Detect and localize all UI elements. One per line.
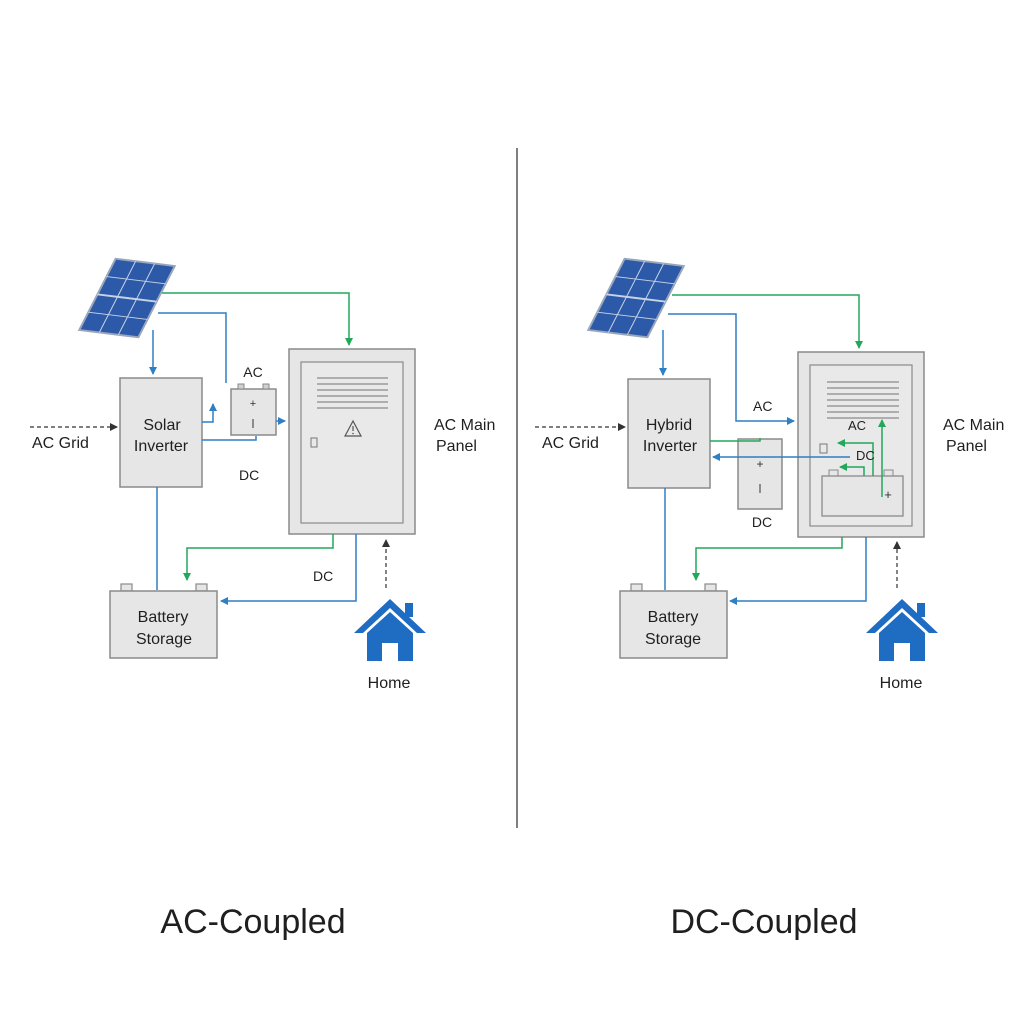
internal-battery-dc-line-2: [839, 463, 865, 476]
svg-text:+: +: [250, 398, 256, 410]
hybrid-inverter-label-2: Inverter: [643, 438, 698, 455]
ac-grid-label: AC Grid: [542, 435, 599, 452]
converter-icon: +: [230, 383, 277, 436]
panel-to-battery-ac-line: [220, 534, 357, 605]
inverter-to-converter-dc-line: [710, 438, 761, 442]
battery-storage-label-2: Storage: [645, 631, 701, 648]
solar-inverter-box: [119, 377, 203, 488]
panel-to-battery-dc-line: [692, 537, 843, 581]
pv-to-panel-dc-line: [672, 294, 863, 349]
ac-main-panel-box: [288, 348, 416, 535]
dc-coupled-title: DC-Coupled: [670, 903, 857, 941]
home-label: Home: [368, 675, 411, 692]
house-icon: [354, 599, 426, 661]
label-dc-1: DC: [856, 448, 875, 463]
ac-main-panel-label-2: Panel: [436, 438, 477, 455]
dc-coupled-section: Hybrid Inverter + DC: [535, 257, 1004, 941]
ac-coupled-section: Solar Inverter + AC: [30, 257, 495, 941]
pv-to-panel-ac-line: [668, 313, 795, 425]
svg-text:+: +: [756, 457, 763, 471]
label-ac-2: AC: [848, 418, 866, 433]
converter-icon: +: [737, 438, 783, 510]
inverter-to-converter-dc-line: [202, 436, 257, 441]
ac-main-panel-label-1: AC Main: [943, 417, 1004, 434]
ac-main-panel-label-1: AC Main: [434, 417, 495, 434]
house-icon: [866, 599, 938, 661]
inverter-to-converter-line: [202, 403, 217, 423]
hybrid-inverter-box: [627, 378, 711, 489]
battery-storage-label-1: Battery: [648, 609, 699, 626]
home-label: Home: [880, 675, 923, 692]
battery-storage-label-2: Storage: [136, 631, 192, 648]
solar-inverter-label-2: Inverter: [134, 438, 189, 455]
label-dc-2: DC: [752, 514, 772, 530]
ac-grid-label: AC Grid: [32, 435, 89, 452]
hybrid-inverter-label-1: Hybrid: [646, 417, 692, 434]
internal-battery-dc-line-1: [837, 439, 874, 476]
battery-storage-box: [619, 583, 728, 659]
ac-coupled-title: AC-Coupled: [160, 903, 345, 941]
solar-inverter-label-1: Solar: [143, 417, 181, 434]
panel-to-battery-ac-line: [729, 537, 867, 605]
warning-icon: [344, 419, 362, 437]
pv-to-panel-dc-line: [162, 292, 353, 346]
ac-main-panel-box: +: [797, 351, 925, 538]
battery-storage-label-1: Battery: [138, 609, 189, 626]
ac-main-panel-label-2: Panel: [946, 438, 987, 455]
panel-to-battery-dc-line: [183, 534, 334, 581]
solar-panel-icon: [77, 257, 177, 339]
label-dc-1: DC: [239, 467, 259, 483]
pv-to-converter-line: [158, 312, 227, 383]
internal-battery-icon: +: [821, 469, 904, 517]
solar-panel-icon: [586, 257, 686, 339]
label-ac-1: AC: [753, 398, 772, 414]
svg-text:+: +: [884, 487, 892, 502]
label-dc-2: DC: [313, 568, 333, 584]
label-ac: AC: [243, 364, 262, 380]
battery-storage-box: [109, 583, 218, 659]
